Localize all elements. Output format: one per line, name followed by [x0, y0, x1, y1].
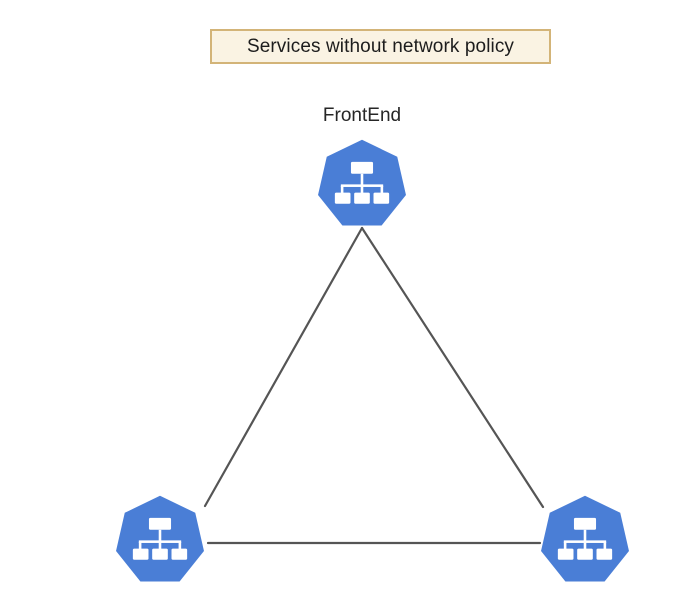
node-frontend[interactable]: FrontEnd	[316, 105, 408, 229]
node-frontend-label: FrontEnd	[322, 105, 402, 126]
edge-frontend-to-left	[203, 226, 364, 508]
node-service-right[interactable]	[539, 493, 631, 585]
kubernetes-service-icon	[318, 139, 406, 226]
edge-frontend-to-right	[360, 226, 545, 509]
node-service-left[interactable]	[114, 493, 206, 585]
diagram-title-text: Services without network policy	[246, 35, 515, 57]
diagram-title-banner: Services without network policy	[210, 29, 551, 64]
kubernetes-service-icon	[116, 495, 204, 582]
kubernetes-service-icon	[541, 495, 629, 582]
